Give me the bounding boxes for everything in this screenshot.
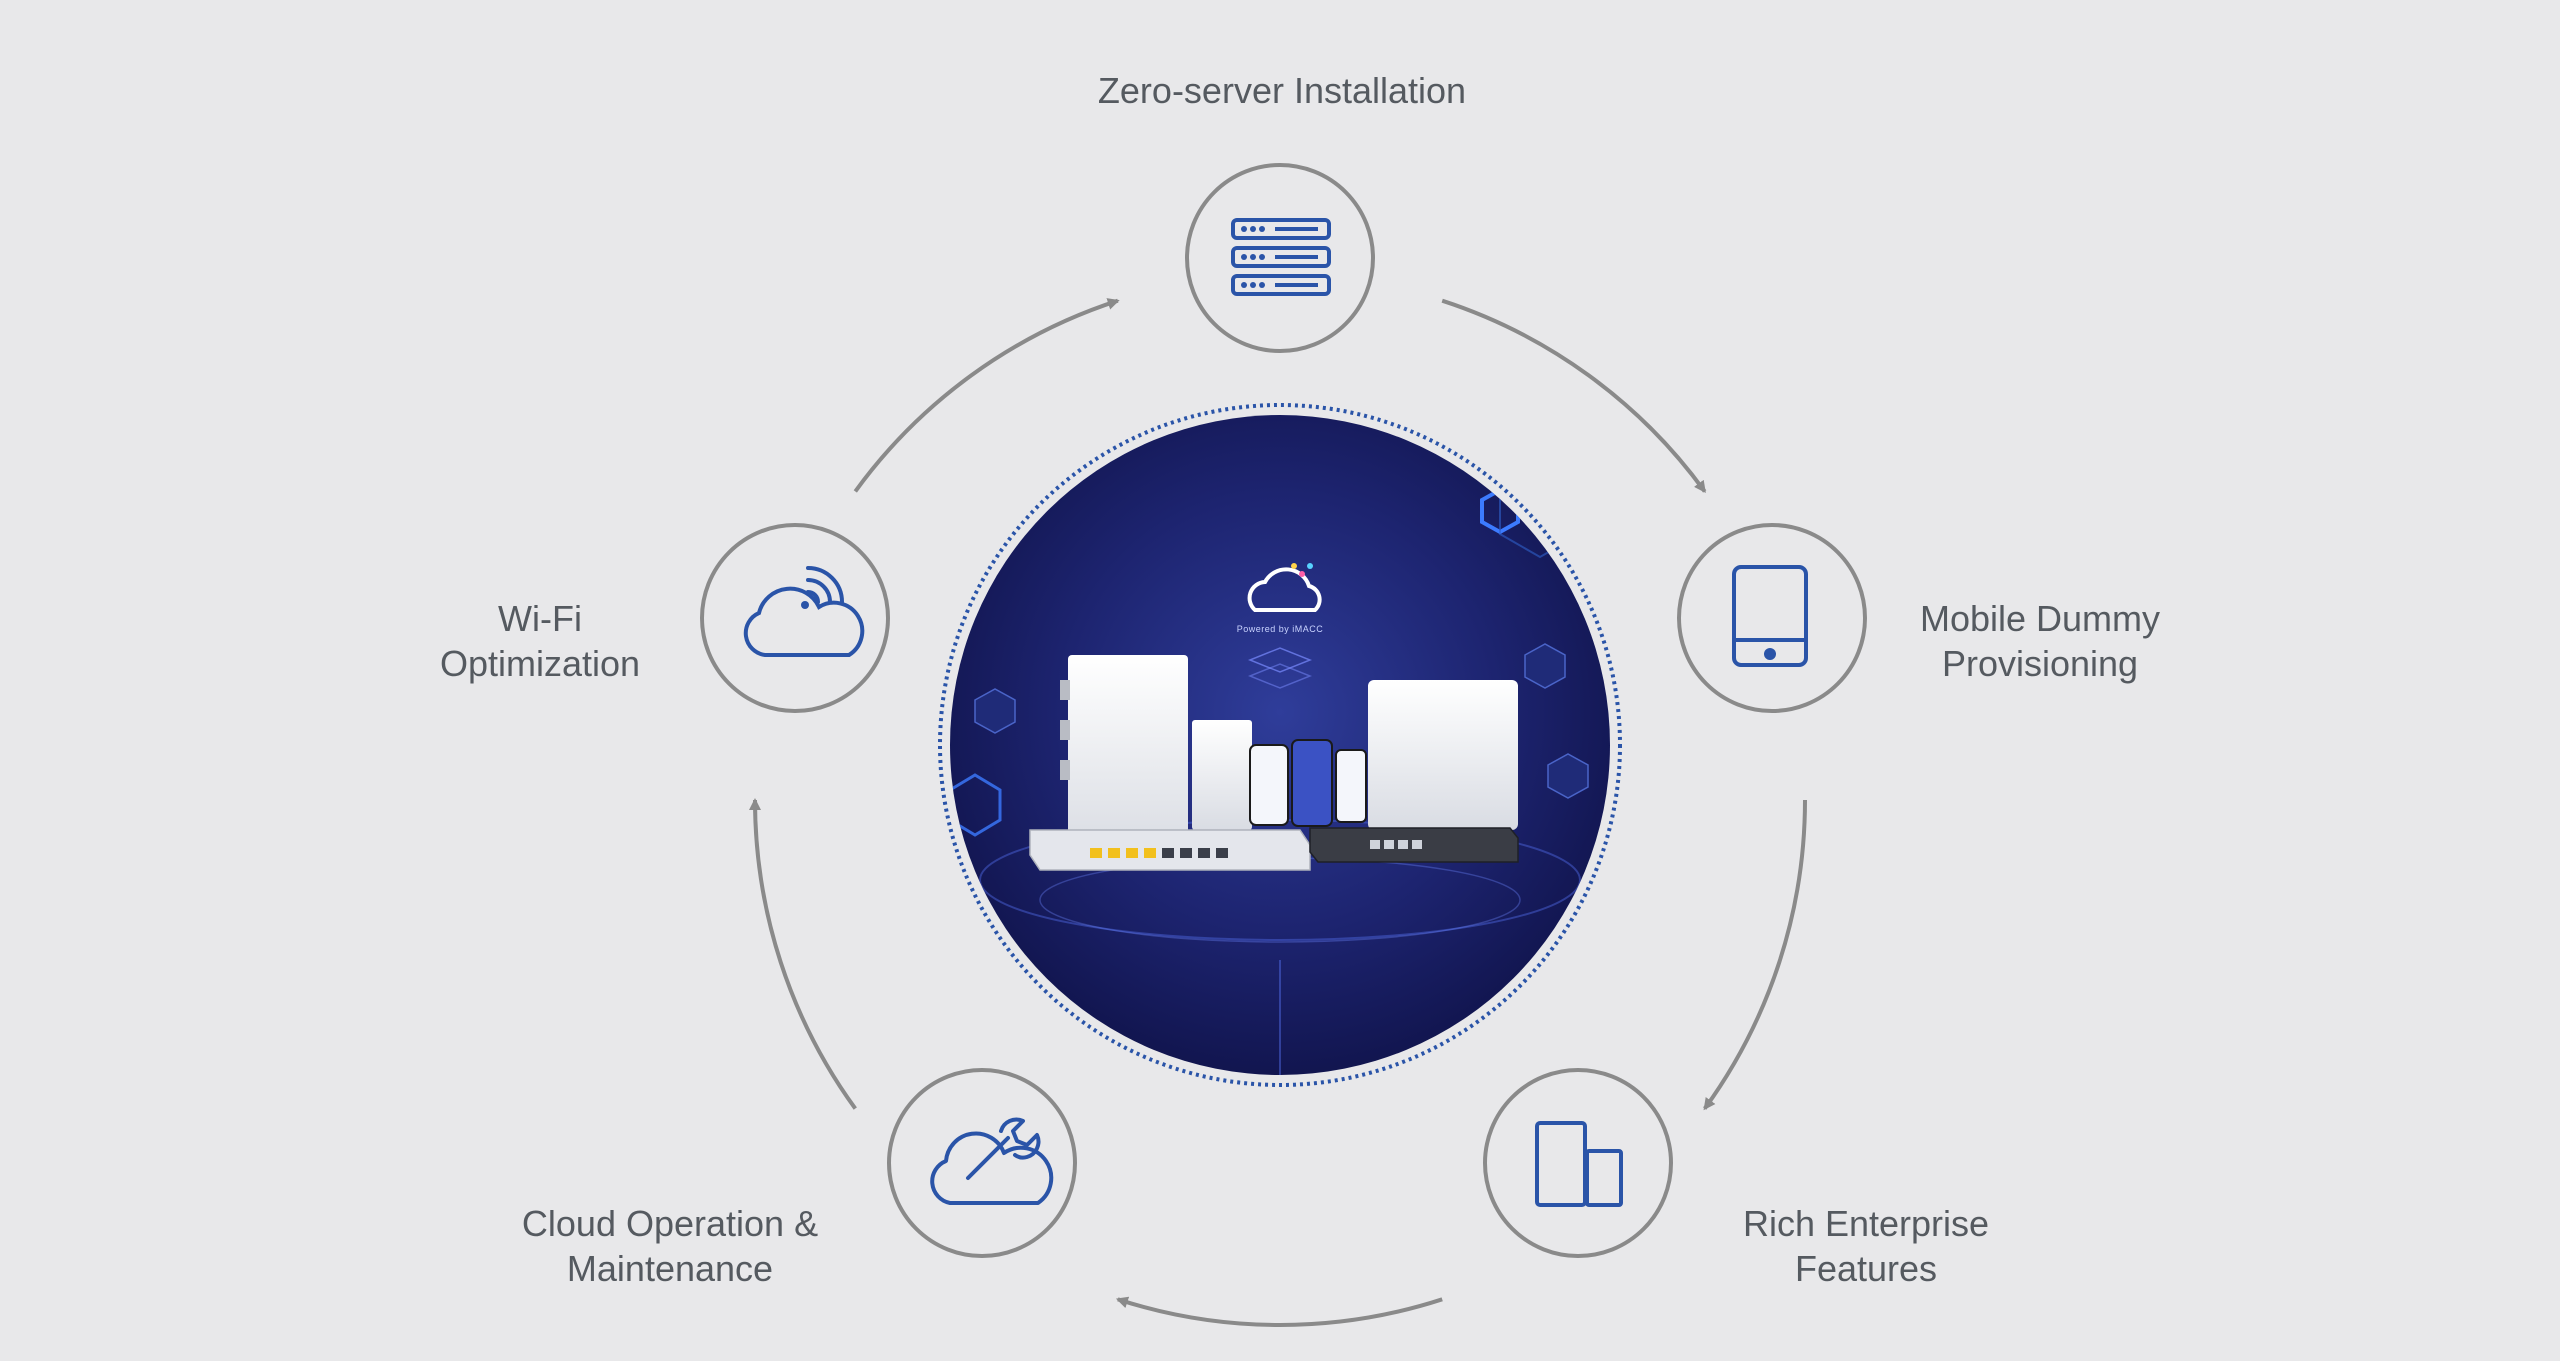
hex-badge-fast: [1547, 753, 1589, 799]
cycle-arrow: [749, 798, 857, 1110]
ceiling-ap-illustration: [1368, 680, 1518, 830]
cycle-arrow: [1115, 1296, 1443, 1327]
label-rich-enterprise: Rich Enterprise Features: [1742, 1203, 1990, 1289]
node-mobile-dummy: [1677, 523, 1867, 713]
node-cloud-om: [887, 1068, 1077, 1258]
node-wifi-opt: [700, 523, 890, 713]
label-cloud-om: Cloud Operation & Maintenance: [521, 1203, 819, 1289]
label-wifi-opt: Wi-Fi Optimization: [439, 598, 641, 684]
label-mobile-dummy: Mobile Dummy Provisioning: [1919, 598, 2161, 684]
wall-plate-ap-illustration: [1068, 655, 1188, 855]
cloud-wrench-icon: [930, 1117, 1054, 1205]
phone-illustration: [1291, 739, 1333, 827]
cycle-arrow: [853, 298, 1120, 493]
small-ap-illustration: [1192, 720, 1252, 830]
cycle-arrow: [1703, 799, 1807, 1111]
hex-badge-mobility: [1524, 643, 1566, 689]
node-circle: [1483, 1068, 1673, 1258]
node-zero-server: [1185, 163, 1375, 353]
tablet-icon: [1732, 565, 1808, 667]
label-zero-server: Zero-server Installation: [1097, 70, 1467, 111]
hexagon-decoration: [950, 773, 1002, 837]
cycle-arrows: [749, 298, 1807, 1327]
hex-badge-network: [974, 688, 1016, 734]
hub-dotted-border: [938, 403, 1622, 1087]
center-hub-illustration: Powered by iMACC: [938, 403, 1622, 1087]
hub-caption: Powered by iMACC: [1237, 624, 1324, 634]
node-circle: [1677, 523, 1867, 713]
node-rich-enterprise: [1483, 1068, 1673, 1258]
phone-illustration: [1335, 749, 1367, 823]
enterprise-blocks-icon: [1535, 1121, 1623, 1207]
server-rack-icon: [1231, 218, 1331, 296]
cloud-logo-icon: [1247, 567, 1322, 612]
phone-illustration: [1249, 744, 1289, 826]
cycle-arrow: [1441, 298, 1707, 494]
node-circle: [700, 523, 890, 713]
cloud-wifi-icon: [743, 566, 865, 657]
